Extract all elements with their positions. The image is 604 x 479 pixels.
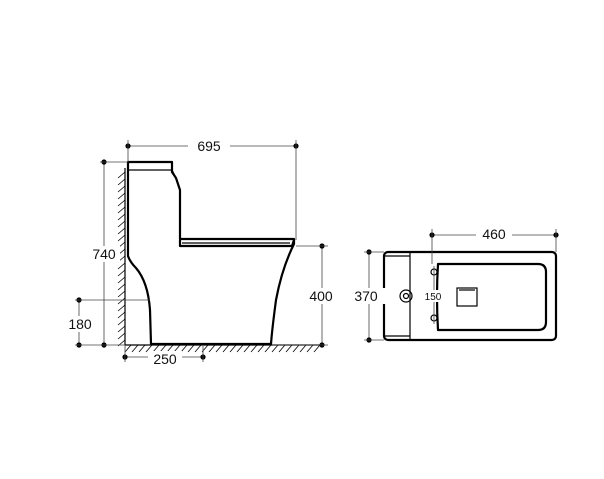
floor-hatch-line bbox=[173, 344, 181, 353]
wall-hatch-line bbox=[117, 311, 126, 319]
bowl-outline bbox=[435, 262, 548, 332]
floor-hatch-line bbox=[264, 344, 272, 353]
dim-length-label: 460 bbox=[482, 226, 506, 242]
seat-profile bbox=[178, 238, 296, 248]
floor-hatch-line bbox=[257, 344, 265, 353]
floor-hatch-line bbox=[285, 344, 293, 353]
dim-total-height: 740 bbox=[88, 159, 128, 348]
wall-hatch-line bbox=[117, 276, 126, 284]
floor-hatch-line bbox=[138, 344, 146, 353]
floor-hatch-line bbox=[313, 344, 321, 353]
dim-width: 695 bbox=[125, 137, 299, 240]
wall-hatch-line bbox=[117, 213, 126, 221]
dim-bolt-spacing-label: 150 bbox=[425, 292, 442, 303]
floor-hatch-line bbox=[243, 344, 251, 353]
wall-hatch-line bbox=[117, 220, 126, 228]
wall-hatch-line bbox=[117, 178, 126, 186]
wall-hatch-line bbox=[117, 283, 126, 291]
floor-hatch-line bbox=[229, 344, 237, 353]
floor-hatch-line bbox=[271, 344, 279, 353]
wall-hatch-line bbox=[117, 318, 126, 326]
dim-wall-outlet-label: 250 bbox=[153, 351, 177, 367]
floor-hatch-line bbox=[222, 344, 230, 353]
dim-wall-outlet: 250 bbox=[122, 345, 206, 367]
floor-hatch-line bbox=[152, 344, 160, 353]
floor-hatch-line bbox=[145, 344, 153, 353]
floor-hatch-line bbox=[250, 344, 258, 353]
dim-outlet-height-label: 180 bbox=[68, 316, 92, 332]
wall-hatch-line bbox=[117, 290, 126, 298]
drain-outlet bbox=[456, 287, 478, 307]
toilet-side-profile bbox=[126, 160, 296, 346]
dim-seat-height-label: 400 bbox=[309, 288, 333, 304]
floor-hatch-line bbox=[299, 344, 307, 353]
dim-seat-height: 400 bbox=[272, 243, 339, 348]
floor-hatch-line bbox=[292, 344, 300, 353]
wall-hatch-line bbox=[117, 185, 126, 193]
floor-hatch-line bbox=[194, 344, 202, 353]
wall-hatch-line bbox=[117, 234, 126, 242]
side-view: 695 740 180 250 bbox=[64, 137, 339, 367]
wall-hatch-line bbox=[117, 297, 126, 305]
floor-hatch-line bbox=[278, 344, 286, 353]
dim-width-top: 370 bbox=[350, 249, 386, 343]
wall-hatch-line bbox=[117, 332, 126, 340]
wall-hatch-line bbox=[117, 304, 126, 312]
floor-hatch-line bbox=[166, 344, 174, 353]
dim-outlet-height: 180 bbox=[64, 297, 150, 348]
dim-width-label: 695 bbox=[197, 138, 221, 154]
dim-length: 460 bbox=[429, 226, 559, 264]
top-view: 150 460 370 bbox=[350, 226, 559, 343]
wall-hatch-line bbox=[117, 171, 126, 179]
flush-button bbox=[399, 289, 413, 303]
wall-hatch-line bbox=[117, 269, 126, 277]
floor-hatch-line bbox=[215, 344, 223, 353]
wall-hatch-line bbox=[117, 206, 126, 214]
floor-hatch-line bbox=[187, 344, 195, 353]
floor-hatch-line bbox=[124, 344, 132, 353]
wall-hatch-line bbox=[117, 192, 126, 200]
floor-hatch-line bbox=[306, 344, 314, 353]
floor-hatch-line bbox=[131, 344, 139, 353]
wall-hatch-line bbox=[117, 325, 126, 333]
floor-hatch-line bbox=[208, 344, 216, 353]
dim-width-top-label: 370 bbox=[354, 288, 378, 304]
wall-hatch-line bbox=[117, 199, 126, 207]
floor-hatch-line bbox=[159, 344, 167, 353]
dim-total-height-label: 740 bbox=[92, 246, 116, 262]
wall-hatch-line bbox=[117, 262, 126, 270]
wall-hatch-line bbox=[117, 227, 126, 235]
floor-hatch-line bbox=[236, 344, 244, 353]
floor-hatch-line bbox=[180, 344, 188, 353]
